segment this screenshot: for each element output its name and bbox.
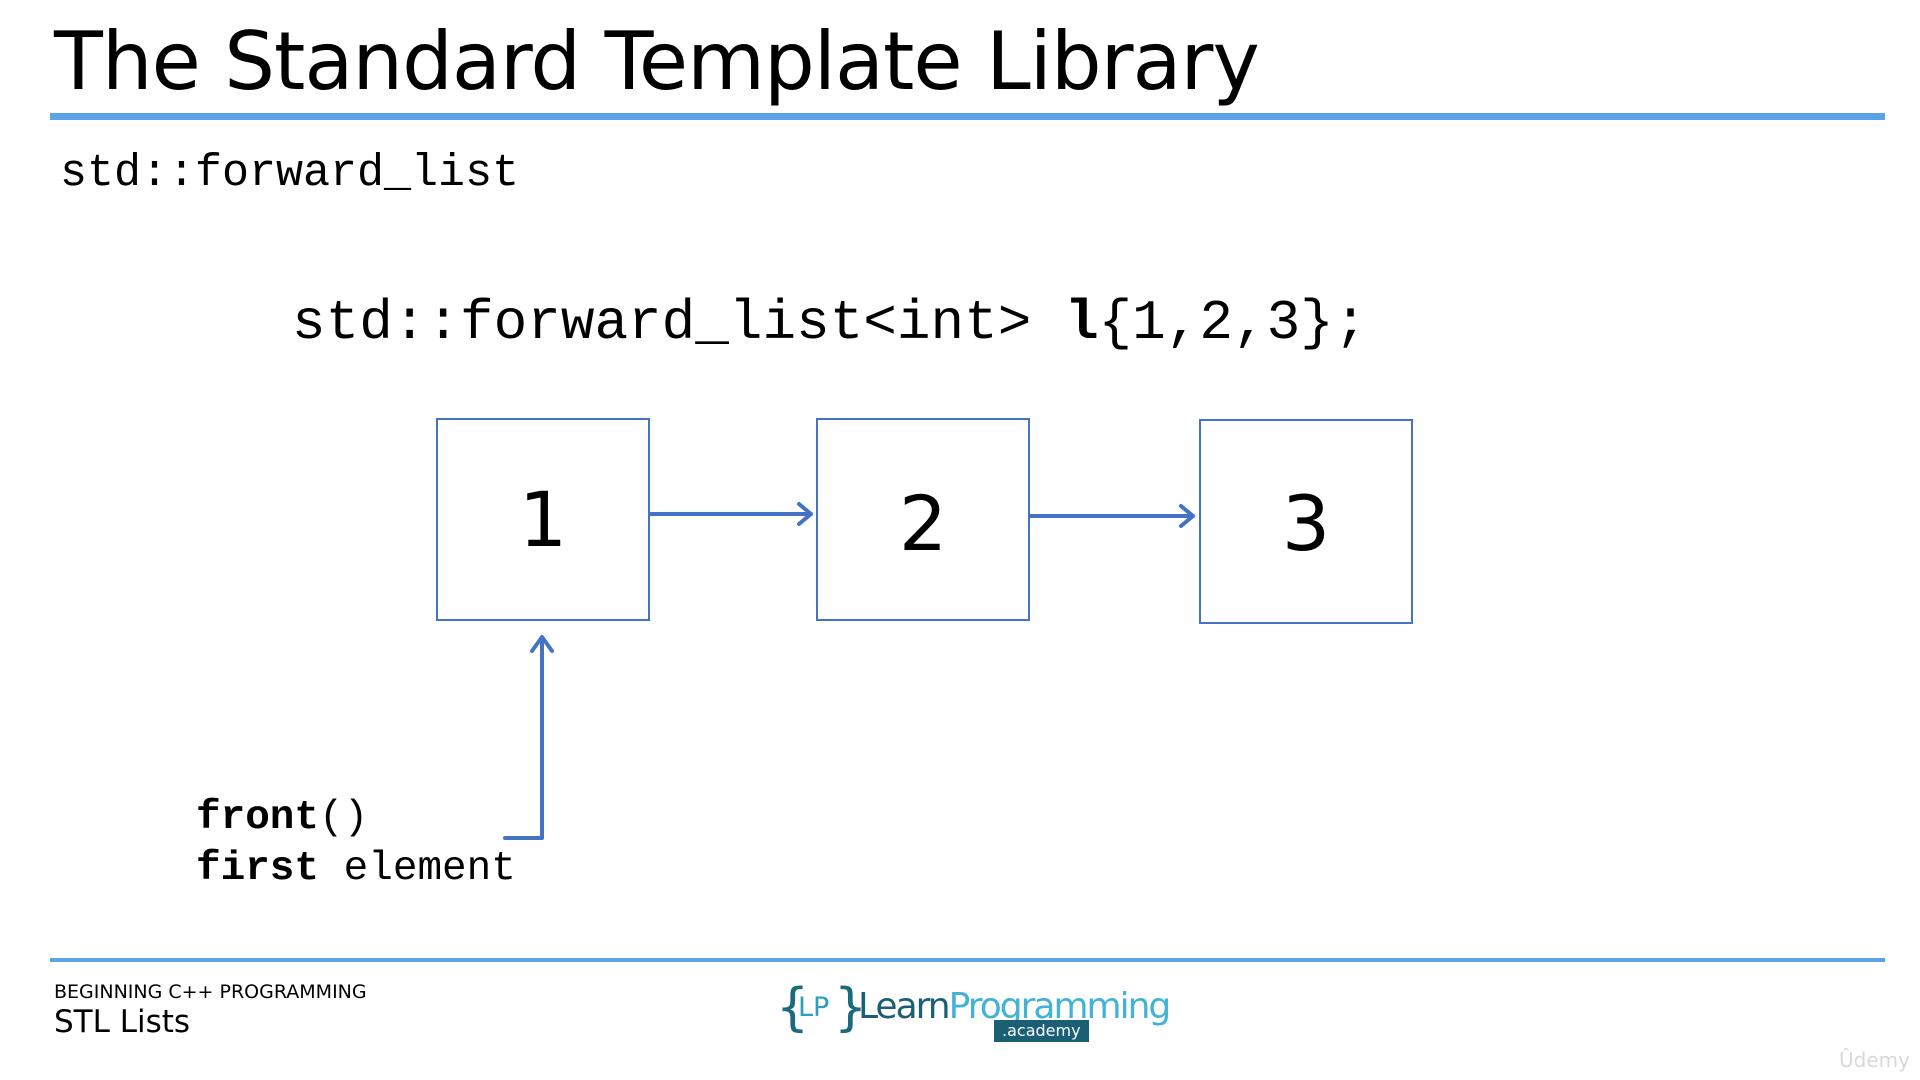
slide-subtitle: std::forward_list: [60, 148, 520, 199]
node-value-3: 3: [1281, 479, 1331, 568]
front-method: front: [196, 795, 320, 841]
list-node-1: 1: [436, 418, 650, 621]
front-pointer-arrow: [503, 635, 554, 840]
footer-rule: [50, 958, 1885, 962]
logo-brace-left: {: [776, 978, 810, 1038]
code-initializer: {1,2,3};: [1098, 291, 1368, 355]
code-prefix: std::forward_list<int>: [292, 291, 1065, 355]
code-variable: l: [1064, 291, 1099, 355]
front-first-word: first: [196, 846, 320, 892]
front-element-word: element: [319, 846, 516, 892]
front-parens: (): [319, 795, 369, 841]
front-label: front() first element: [196, 793, 516, 895]
title-rule: [50, 113, 1885, 120]
logo-brace-right: }: [834, 978, 868, 1038]
link-arrow-1-2: [648, 502, 813, 526]
list-node-3: 3: [1199, 419, 1413, 624]
footer-topic: STL Lists: [54, 1004, 191, 1040]
code-declaration: std::forward_list<int> l{1,2,3};: [292, 290, 1367, 356]
front-method-line: front(): [196, 793, 516, 844]
logo-academy-badge: .academy: [994, 1020, 1089, 1042]
logo-lp-mark: LP: [798, 992, 830, 1023]
udemy-watermark: Ûdemy: [1839, 1048, 1910, 1072]
logo-learn: Learn: [858, 986, 951, 1027]
node-value-2: 2: [898, 479, 948, 568]
learnprogramming-logo: { LP } LearnProgramming .academy: [776, 978, 1171, 1044]
node-value-1: 1: [518, 475, 568, 564]
footer-course-name: BEGINNING C++ PROGRAMMING: [54, 981, 367, 1003]
link-arrow-2-3: [1028, 504, 1195, 528]
front-description-line: first element: [196, 844, 516, 895]
slide-title: The Standard Template Library: [54, 15, 1260, 108]
list-node-2: 2: [816, 418, 1030, 621]
